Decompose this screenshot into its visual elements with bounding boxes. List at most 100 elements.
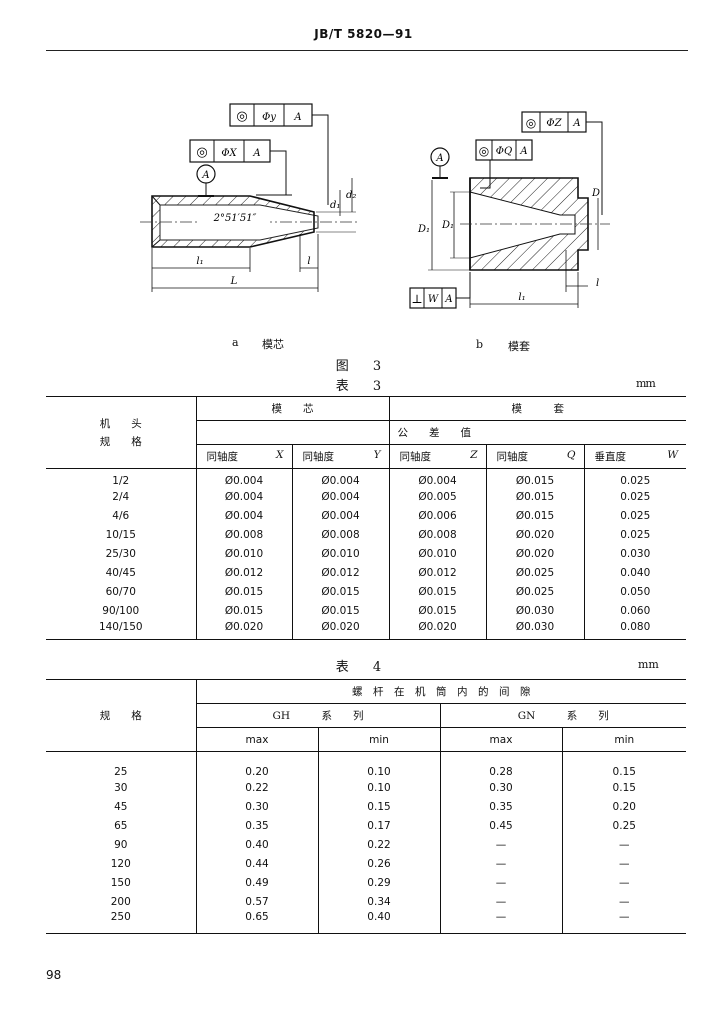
table3-value-cell: 0.025 xyxy=(620,491,651,503)
table4-value-cell: 0.35 xyxy=(440,797,563,816)
table3-value-cell: Ø0.004 xyxy=(196,468,293,488)
svg-text:◎: ◎ xyxy=(479,144,489,158)
table4-spec-cell: 250 xyxy=(46,911,197,934)
table3-value-cell: 0.025 xyxy=(620,475,651,488)
table3-spec-cell: 90/100 xyxy=(46,601,197,621)
table3-value-cell: 0.050 xyxy=(620,586,651,598)
table3-value-cell: Ø0.015 xyxy=(196,582,293,602)
table4-value-cell: 0.28 xyxy=(440,751,563,778)
table3-value-cell: Ø0.015 xyxy=(486,487,585,507)
svg-text:◎: ◎ xyxy=(236,109,247,124)
table4-value-cell: 0.15 xyxy=(612,766,636,778)
table3-spec-cell: 10/15 xyxy=(46,525,197,545)
table3-value-cell: Ø0.020 xyxy=(292,620,390,640)
table4-spec-cell: 120 xyxy=(46,854,197,873)
table3-value-cell: Ø0.015 xyxy=(196,601,293,621)
table4-value-cell: 0.30 xyxy=(440,778,563,797)
svg-text:A: A xyxy=(293,112,301,123)
table4-value-cell: 0.35 xyxy=(196,816,319,835)
figure-3-drawing: 2°51′51″ A ◎ Φy A ◎ ΦX A d₁ d₂ xyxy=(140,103,610,309)
svg-text:A: A xyxy=(252,148,260,159)
table4-value-cell: 0.10 xyxy=(318,751,441,778)
table4-value-cell: 0.20 xyxy=(196,751,319,778)
table4-value-cell: 0.29 xyxy=(318,873,441,892)
table3-value-cell: Ø0.012 xyxy=(196,563,293,583)
table3-value-cell: Ø0.030 xyxy=(486,620,585,640)
table4-value-cell: 0.34 xyxy=(318,892,441,911)
table4-value-cell: 0.44 xyxy=(196,854,319,873)
table3-tolerance-label: 公 差 值 xyxy=(389,420,686,445)
table3-group-core: 模 芯 xyxy=(196,396,390,421)
table3-value-cell: Ø0.025 xyxy=(486,563,585,583)
table3-group-sleeve: 模 套 xyxy=(389,396,686,421)
table3-value-cell: Ø0.025 xyxy=(486,582,585,602)
table4-value-cell: 0.45 xyxy=(440,816,563,835)
table3-value-cell: Ø0.004 xyxy=(292,487,390,507)
table3-spec-cell: 2/4 xyxy=(46,487,197,507)
table3-spec-cell: 4/6 xyxy=(46,506,197,526)
svg-text:◎: ◎ xyxy=(196,145,207,160)
table3-value-cell: Ø0.008 xyxy=(389,525,487,545)
table4: 规 格 螺 杆 在 机 筒 内 的 间 隙 GH 系 列 GN 系 列 max … xyxy=(46,679,686,934)
svg-text:Φy: Φy xyxy=(262,112,276,123)
table3-value-cell: Ø0.012 xyxy=(389,563,487,583)
table3-value-cell: Ø0.006 xyxy=(389,506,487,526)
table4-spec-cell: 30 xyxy=(46,778,197,797)
table4-value-cell: 0.22 xyxy=(318,835,441,854)
table4-value-cell: — xyxy=(619,838,630,851)
table3-value-cell: Ø0.015 xyxy=(486,468,585,488)
svg-text:d₂: d₂ xyxy=(346,190,356,201)
table4-value-cell: 0.17 xyxy=(318,816,441,835)
document-header: JB/T 5820—91 xyxy=(314,27,413,41)
svg-text:ΦQ: ΦQ xyxy=(496,146,512,157)
table3-spec-cell: 25/30 xyxy=(46,544,197,564)
table3-value-cell: Ø0.010 xyxy=(196,544,293,564)
svg-text:A: A xyxy=(572,118,580,129)
table3-value-cell: 0.030 xyxy=(620,548,651,560)
svg-text:l: l xyxy=(307,256,310,267)
table3-value-cell: Ø0.004 xyxy=(196,487,293,507)
table3-value-cell: Ø0.015 xyxy=(292,582,390,602)
table3-value-cell: Ø0.005 xyxy=(389,487,487,507)
svg-text:l: l xyxy=(596,278,599,289)
table3-value-cell: Ø0.015 xyxy=(389,582,487,602)
table4-value-cell: 0.15 xyxy=(612,781,636,794)
table4-spec-cell: 200 xyxy=(46,892,197,911)
table3-value-cell: Ø0.015 xyxy=(486,506,585,526)
table4-value-cell: — xyxy=(562,911,686,934)
svg-text:A: A xyxy=(444,294,452,305)
table4-sub-gh-max: max xyxy=(196,727,319,752)
table3-value-cell: Ø0.008 xyxy=(292,525,390,545)
table4-head-spec: 规 格 xyxy=(46,679,197,752)
caption-a-letter: a xyxy=(232,336,239,349)
svg-text:◎: ◎ xyxy=(526,116,536,130)
table4-value-cell: 0.22 xyxy=(196,778,319,797)
table4-value-cell: 0.49 xyxy=(196,873,319,892)
table3-value-cell: Ø0.008 xyxy=(196,525,293,545)
table4-gh-series: GH 系 列 xyxy=(196,703,441,728)
angle-label: 2°51′51″ xyxy=(213,213,257,224)
table4-value-cell: — xyxy=(440,854,563,873)
die-sleeve-drawing: A ◎ ΦZ A ◎ ΦQ A D₁ D₁ D ⊥ W xyxy=(409,111,610,309)
table4-value-cell: 0.30 xyxy=(196,797,319,816)
svg-text:D₁: D₁ xyxy=(417,224,430,235)
table3-value-cell: Ø0.030 xyxy=(486,601,585,621)
table4-spec-cell: 25 xyxy=(46,751,197,778)
table3-value-cell: Ø0.015 xyxy=(292,601,390,621)
table3-value-cell: 0.080 xyxy=(584,620,686,640)
table3-value-cell: 0.025 xyxy=(620,529,651,541)
